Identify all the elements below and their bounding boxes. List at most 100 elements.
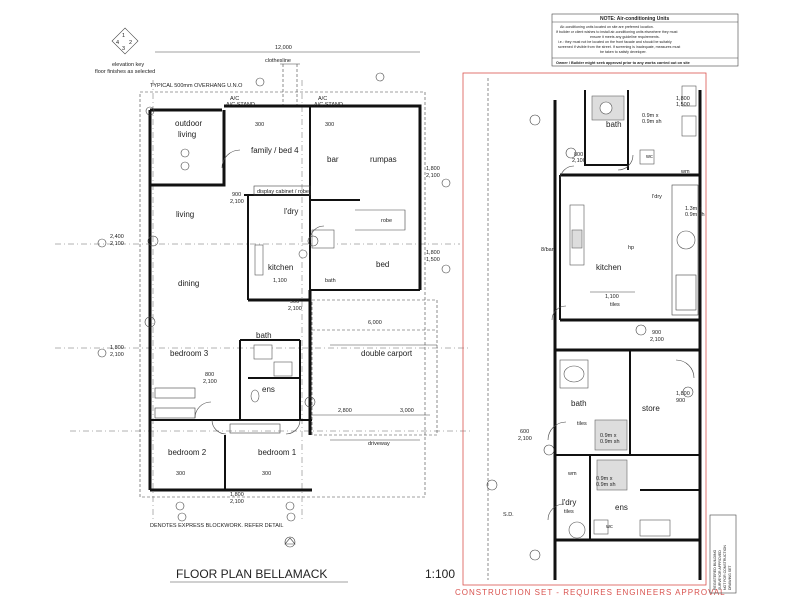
elev-num-3: 3 (122, 46, 125, 52)
door-tag-8: 1,800 (230, 492, 244, 498)
driveway-dim-b: 3,000 (400, 408, 414, 414)
note-line-2: If builder or client wishes to install a… (556, 30, 677, 34)
svg-text:tiles: tiles (564, 509, 574, 515)
detail-shower-2: 1.3m x (685, 206, 702, 212)
svg-text:2,100: 2,100 (426, 173, 440, 179)
svg-text:2,100: 2,100 (203, 379, 217, 385)
room-bath-small: bath (325, 278, 336, 284)
detail-ldry-low: l'dry (562, 498, 576, 507)
clothesline-label: clothesline (265, 58, 291, 64)
detail-ens: ens (615, 503, 628, 512)
room-kitchen: kitchen (268, 263, 293, 272)
note-line-5: screened if visible from the street. If … (558, 45, 680, 49)
elev-num-4: 4 (116, 40, 119, 46)
svg-text:2,100: 2,100 (288, 306, 302, 312)
detail-walls (487, 78, 702, 580)
svg-text:1,500: 1,500 (426, 257, 440, 263)
detail-bar: 8/bar (541, 247, 554, 253)
svg-text:0.9m sh: 0.9m sh (600, 439, 620, 445)
room-family: family / bed 4 (251, 146, 299, 155)
detail-tiles: tiles (610, 302, 620, 308)
note-box (551, 13, 739, 67)
driveway-dim-a: 2,800 (338, 408, 352, 414)
door-tag-3: 2,400 (110, 234, 124, 240)
detail-hp: hp (628, 245, 634, 251)
room-ldry: l'dry (284, 207, 298, 216)
tag-300-c: 300 (176, 471, 185, 477)
room-ens: ens (262, 385, 275, 394)
house-walls (148, 104, 422, 492)
elev-key-caption: elevation key (112, 62, 144, 68)
elev-num-2: 2 (129, 40, 132, 46)
detail-frame (462, 72, 707, 586)
room-bedroom2: bedroom 2 (168, 448, 207, 457)
detail-tag-3: 600 (520, 429, 529, 435)
plan-title: FLOOR PLAN BELLAMACK (176, 567, 327, 581)
door-tag-5: 900 (290, 299, 299, 305)
room-outdoor-living: living (178, 130, 196, 139)
ac-stand-2: A/C STAND (314, 102, 343, 108)
room-bedroom1: bedroom 1 (258, 448, 297, 457)
title-block (709, 514, 737, 594)
note-line-3: ensure it meets any guideline requiremen… (590, 35, 660, 39)
room-bar: bar (327, 155, 339, 164)
door-tag-7: 800 (205, 372, 214, 378)
detail-kitchen-dim: 1,100 (605, 294, 619, 300)
detail-ldry: l'dry (652, 194, 662, 200)
elev-num-1: 1 (122, 33, 125, 39)
detail-shower-1: 0.9m x (642, 113, 659, 119)
svg-text:0.9m sh: 0.9m sh (596, 482, 616, 488)
svg-text:2,100: 2,100 (518, 436, 532, 442)
detail-wc-2: wc (605, 524, 613, 530)
ac-stand-1: A/C STAND (226, 102, 255, 108)
room-bed: bed (376, 260, 389, 269)
svg-text:2,100: 2,100 (110, 241, 124, 247)
detail-sd: S.D. (503, 512, 514, 518)
overhang-note: TYPICAL 500mm OVERHANG U.N.O (150, 83, 243, 89)
detail-shower-4: 0.9m x (596, 476, 613, 482)
door-tag-4: 1,800 (110, 345, 124, 351)
note-line-4: i.e.: they must not be located on the fr… (558, 40, 672, 44)
svg-text:0.9m sh: 0.9m sh (642, 119, 662, 125)
elev-key-finishes: floor finishes as selected (95, 69, 155, 75)
svg-text:tiles: tiles (577, 421, 587, 427)
tb-line-2: SURVEYOR APPROVED (718, 550, 722, 590)
svg-text:2,100: 2,100 (650, 337, 664, 343)
note-heading: NOTE: Air-conditioning Units (600, 16, 669, 22)
elevation-key: 1 2 3 4 elevation key floor finishes as … (95, 27, 155, 75)
plan-scale: 1:100 (425, 567, 455, 581)
room-rumpas: rumpas (370, 155, 397, 164)
blockwork-note: DENOTES EXPRESS BLOCKWORK. REFER DETAIL (150, 523, 283, 529)
svg-text:1,500: 1,500 (676, 102, 690, 108)
detail-wm-2: wm (567, 471, 577, 477)
svg-text:2,100: 2,100 (230, 199, 244, 205)
driveway-label: driveway (368, 441, 390, 447)
tb-line-1: REGISTERED BUILDING (713, 549, 717, 590)
display-cabinet: display cabinet / robe (257, 189, 309, 195)
svg-text:2,100: 2,100 (572, 158, 586, 164)
detail-wc-1: wc (645, 154, 653, 160)
construction-stamp: CONSTRUCTION SET - REQUIRES ENGINEERS AP… (455, 588, 726, 597)
room-bedroom3: bedroom 3 (170, 349, 209, 358)
tb-line-3: NOT FOR CONSTRUCTION (723, 545, 727, 590)
detail-tag-5: 1,800 (676, 96, 690, 102)
overall-dim: 12,000 (275, 45, 292, 51)
note-footer: Owner / Builder might seek approval prio… (556, 61, 690, 65)
room-living: living (176, 210, 194, 219)
detail-shower-3: 0.9m x (600, 433, 617, 439)
kitchen-dim: 1,100 (273, 278, 287, 284)
svg-text:900: 900 (676, 398, 685, 404)
room-outdoor: outdoor (175, 119, 202, 128)
robe-label: robe (381, 218, 392, 224)
svg-text:0.9m sh: 0.9m sh (685, 212, 705, 218)
door-tag-2: 1,800 (426, 250, 440, 256)
detail-tag-1: 800 (574, 152, 583, 158)
svg-text:2,100: 2,100 (110, 352, 124, 358)
ac-label-2: A/C (318, 96, 327, 102)
door-tag-6: 900 (232, 192, 241, 198)
section-markers (97, 72, 451, 548)
room-dining: dining (178, 279, 199, 288)
detail-bath-mid: bath (571, 399, 587, 408)
